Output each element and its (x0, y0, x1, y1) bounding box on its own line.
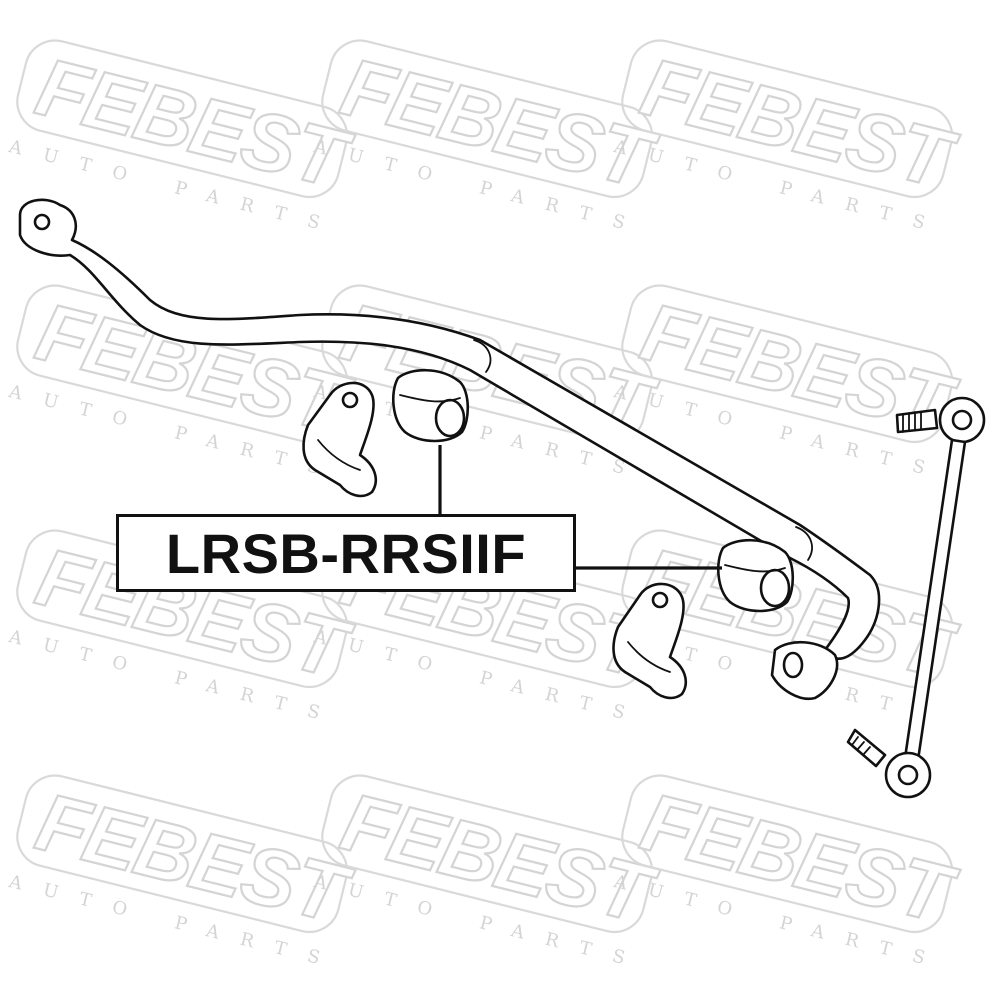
left-bracket (302, 381, 377, 498)
part-number-box: LRSB-RRSIIF (116, 514, 576, 592)
left-bushing (391, 368, 470, 443)
right-bushing (716, 538, 795, 613)
bar-end-eye (770, 640, 839, 701)
right-bracket (612, 582, 687, 700)
part-number-label: LRSB-RRSIIF (165, 521, 527, 585)
stabilizer-bar (18, 198, 881, 660)
stabilizer-link (846, 396, 986, 799)
